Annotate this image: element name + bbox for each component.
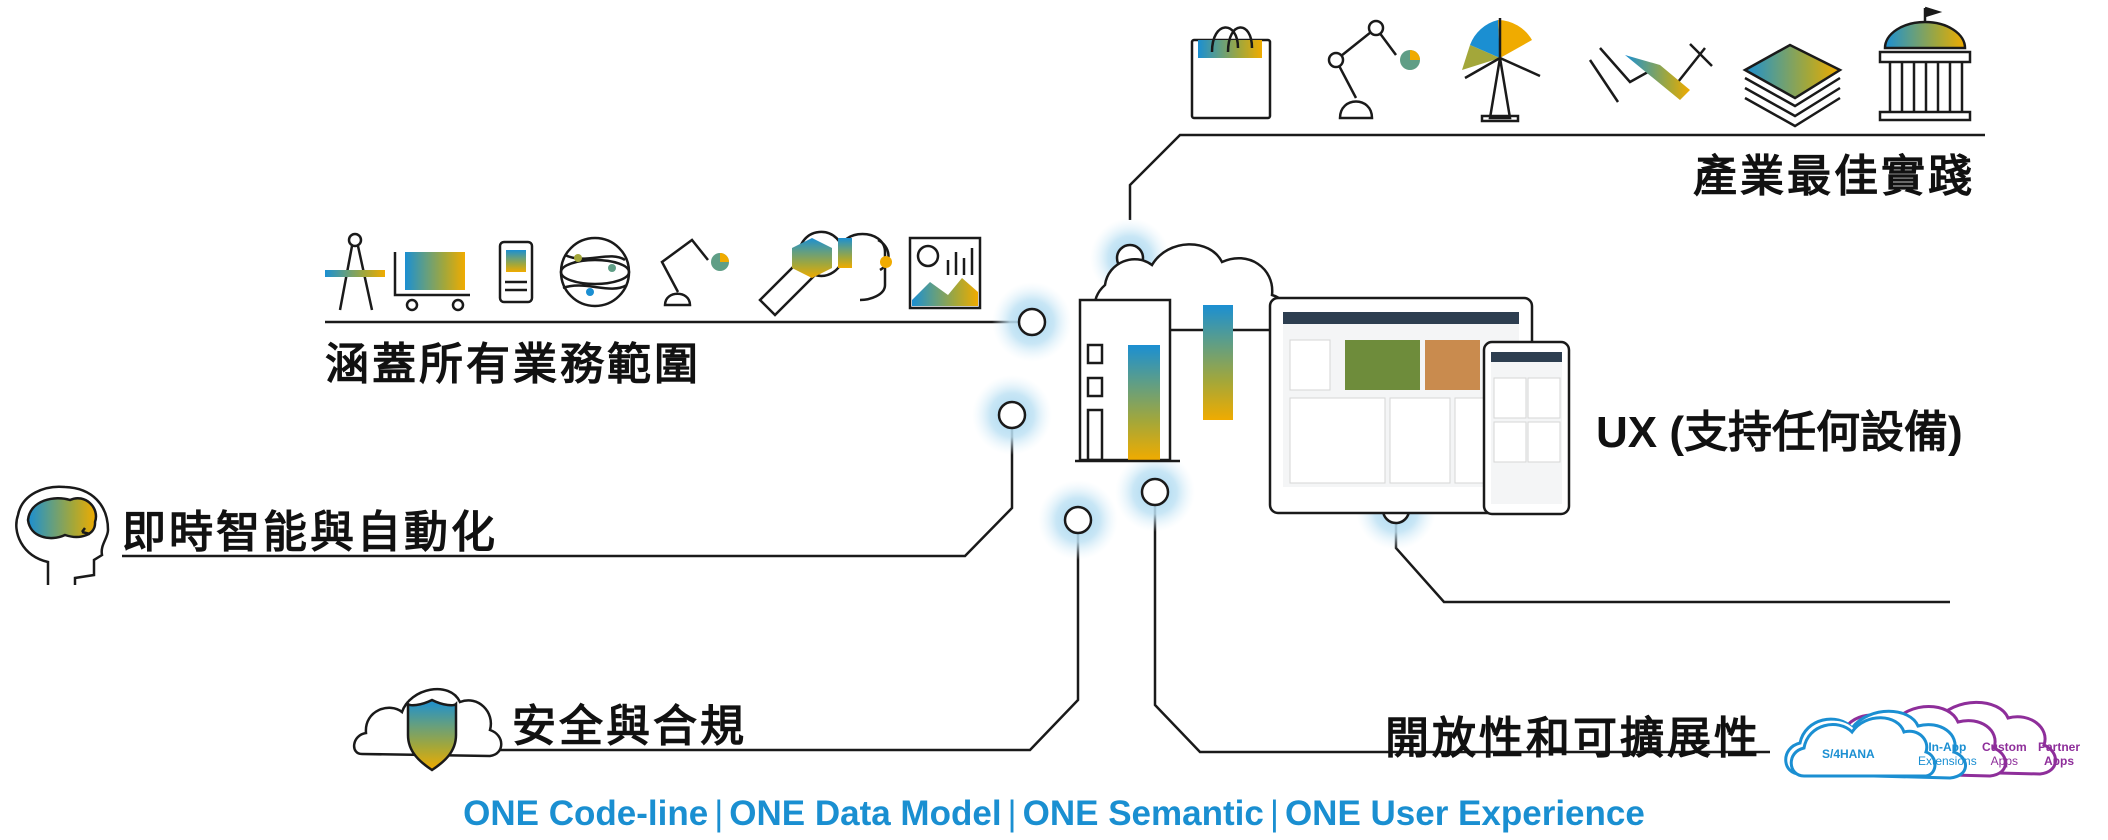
footer-separator: | <box>1007 794 1017 833</box>
footer-one-user-experience: ONE User Experience <box>1284 794 1645 833</box>
footer-separator: | <box>1269 794 1279 833</box>
node-security <box>1038 480 1118 560</box>
robot-arm-small-icon <box>660 238 729 307</box>
cart-icon <box>393 252 470 312</box>
footer-tagline: ONE Code-line|ONE Data Model|ONE Semanti… <box>0 794 2108 834</box>
government-building-icon <box>1878 6 1972 122</box>
node-coverage <box>992 282 1072 362</box>
line-industry <box>1128 133 1985 220</box>
cloud-building-icon <box>1075 243 1288 463</box>
cloud-label-partner: Partner Apps <box>2038 740 2080 768</box>
coverage-icons <box>325 230 982 317</box>
handshake-icon <box>1588 43 1713 103</box>
line-intelligence <box>122 415 1014 558</box>
line-security <box>432 520 1080 752</box>
wind-turbine-icon <box>1462 18 1541 123</box>
footer-one-codeline: ONE Code-line <box>463 794 709 833</box>
robot-arm-icon <box>1327 19 1420 120</box>
node-openness <box>1115 452 1195 532</box>
cloud-label-inapp-line2: Extensions <box>1918 754 1977 768</box>
label-openness-extensibility: 開放性和可擴展性 <box>1385 713 1761 764</box>
cloud-label-inapp-line1: In-App <box>1928 740 1967 754</box>
label-ux-any-device: UX (支持任何設備) <box>1596 408 1963 457</box>
cloud-label-partner-line1: Partner <box>2038 740 2081 754</box>
headset-agent-icon <box>838 232 892 302</box>
payment-terminal-icon <box>498 240 534 304</box>
compass-icon <box>325 232 385 311</box>
cloud-label-custom-line1: Custom <box>1982 740 2027 754</box>
label-business-coverage: 涵蓋所有業務範圍 <box>325 339 701 390</box>
line-openness <box>1153 492 1770 754</box>
cloud-label-s4hana: S/4HANA <box>1822 747 1875 761</box>
cloud-label-custom-line2: Apps <box>1990 754 2019 768</box>
network-globe-icon <box>559 236 631 308</box>
label-intelligence-automation: 即時智能與自動化 <box>122 507 498 558</box>
node-intelligence <box>972 375 1052 455</box>
footer-one-data-model: ONE Data Model <box>729 794 1002 833</box>
industry-icons <box>1190 6 1972 128</box>
dashboard-chart-icon <box>908 236 982 310</box>
cloud-label-inapp: In-App Extensions <box>1918 740 1977 768</box>
brain-head-icon <box>15 485 110 585</box>
footer-separator: | <box>714 794 724 833</box>
banknotes-icon <box>1742 43 1843 128</box>
cloud-label-custom: Custom Apps <box>1982 740 2027 768</box>
cloud-label-partner-line2: Apps <box>2044 754 2075 768</box>
label-security-compliance: 安全與合規 <box>512 701 747 752</box>
label-industry-best-practices: 產業最佳實踐 <box>1693 151 1975 202</box>
cloud-stack-icon <box>1784 700 2057 780</box>
cloud-shield-icon <box>353 687 503 772</box>
line-ux <box>1394 510 1950 604</box>
wrench-gear-icon <box>758 230 845 317</box>
devices-illustration <box>1268 296 1571 516</box>
footer-one-semantic: ONE Semantic <box>1022 794 1264 833</box>
shopping-bag-icon <box>1190 26 1272 120</box>
